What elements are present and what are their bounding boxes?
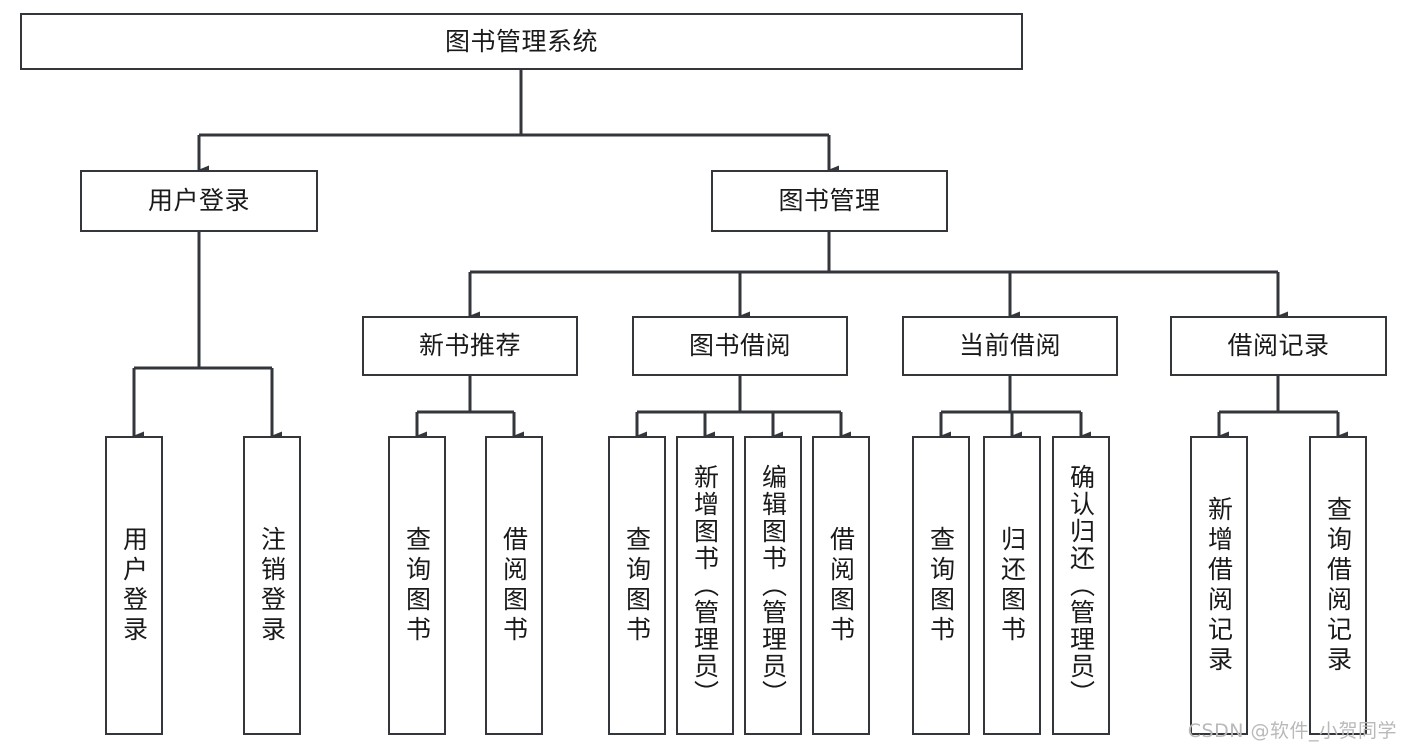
node-label-book-manage: 图书管理 xyxy=(778,186,881,216)
node-leaf-logout[interactable]: 注销登录 xyxy=(243,436,301,735)
node-label-new-book-rec: 新书推荐 xyxy=(418,331,521,361)
node-label-leaf-query-book-3: 查询图书 xyxy=(926,525,956,646)
node-new-book-rec[interactable]: 新书推荐 xyxy=(362,316,578,376)
node-leaf-add-record[interactable]: 新增借阅记录 xyxy=(1190,436,1248,735)
node-label-leaf-return-book: 归还图书 xyxy=(997,525,1027,646)
node-label-borrow-record: 借阅记录 xyxy=(1227,331,1330,361)
node-label-leaf-borrow-book-2: 借阅图书 xyxy=(826,525,856,646)
node-label-leaf-borrow-book-1: 借阅图书 xyxy=(499,525,529,646)
node-label-leaf-edit-book: 编辑图书（管理员） xyxy=(758,464,788,707)
node-label-leaf-user-login: 用户登录 xyxy=(119,525,149,646)
node-label-leaf-query-book-2: 查询图书 xyxy=(622,525,652,646)
node-user-login[interactable]: 用户登录 xyxy=(80,170,318,232)
node-book-borrow[interactable]: 图书借阅 xyxy=(632,316,848,376)
node-leaf-borrow-book-2[interactable]: 借阅图书 xyxy=(812,436,870,735)
node-label-book-borrow: 图书借阅 xyxy=(688,331,791,361)
node-leaf-return-book[interactable]: 归还图书 xyxy=(983,436,1041,735)
node-leaf-query-book-2[interactable]: 查询图书 xyxy=(608,436,666,735)
node-leaf-confirm-return[interactable]: 确认归还（管理员） xyxy=(1052,436,1110,735)
node-leaf-user-login[interactable]: 用户登录 xyxy=(105,436,163,735)
node-label-leaf-query-book-1: 查询图书 xyxy=(402,525,432,646)
node-label-leaf-add-record: 新增借阅记录 xyxy=(1204,495,1234,676)
node-current-borrow[interactable]: 当前借阅 xyxy=(902,316,1118,376)
node-leaf-borrow-book-1[interactable]: 借阅图书 xyxy=(485,436,543,735)
node-leaf-query-book-1[interactable]: 查询图书 xyxy=(388,436,446,735)
node-leaf-query-record[interactable]: 查询借阅记录 xyxy=(1309,436,1367,735)
node-root[interactable]: 图书管理系统 xyxy=(20,13,1023,70)
node-book-manage[interactable]: 图书管理 xyxy=(711,170,948,232)
node-label-leaf-confirm-return: 确认归还（管理员） xyxy=(1066,464,1096,707)
node-label-leaf-add-book: 新增图书（管理员） xyxy=(690,464,720,707)
node-label-leaf-query-record: 查询借阅记录 xyxy=(1323,495,1353,676)
node-label-current-borrow: 当前借阅 xyxy=(958,331,1061,361)
node-leaf-query-book-3[interactable]: 查询图书 xyxy=(912,436,970,735)
node-leaf-add-book[interactable]: 新增图书（管理员） xyxy=(676,436,734,735)
node-label-user-login: 用户登录 xyxy=(147,186,250,216)
node-label-root: 图书管理系统 xyxy=(444,26,598,56)
watermark-text: CSDN @软件_小贺同学 xyxy=(1187,720,1397,742)
node-label-leaf-logout: 注销登录 xyxy=(257,525,287,646)
node-borrow-record[interactable]: 借阅记录 xyxy=(1170,316,1387,376)
node-leaf-edit-book[interactable]: 编辑图书（管理员） xyxy=(744,436,802,735)
